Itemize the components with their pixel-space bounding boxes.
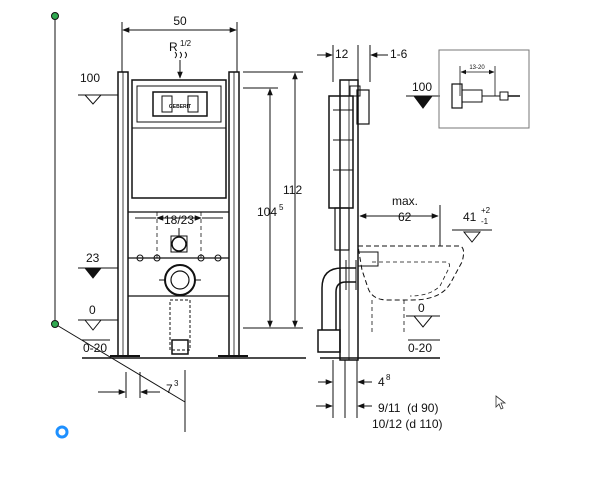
floor-label: 0-20: [83, 341, 107, 355]
side-level-100-label: 100: [412, 80, 432, 94]
brand-label: GEBERIT: [169, 104, 191, 110]
bowl-height-label: 41: [463, 210, 477, 224]
detail-inset: [438, 49, 530, 129]
side-level-0-label: 0: [418, 301, 425, 315]
side-floor-label: 0-20: [408, 341, 432, 355]
record-ring-icon[interactable]: [55, 425, 69, 439]
pipe-a-label: 9/11 (d 90): [378, 401, 438, 415]
bowl-tol-top: +2: [481, 206, 491, 215]
pipe-sup: 1/2: [180, 39, 192, 48]
max-label: max.: [392, 194, 418, 208]
level-100-label: 100: [80, 71, 100, 85]
gap-sup: 8: [386, 373, 391, 382]
offset-label: 7: [166, 382, 173, 396]
mouse-cursor-icon: [495, 395, 507, 410]
front-view: [78, 22, 306, 398]
side-labels: 12 1-6 100 max. 62 41 +2 -1 0 0-20 4 8 9…: [335, 47, 491, 431]
pipe-label: R: [169, 40, 178, 54]
width-label: 50: [173, 14, 187, 28]
height-outer-label: 112: [283, 183, 302, 197]
bowl-tol-bottom: -1: [481, 217, 489, 226]
level-0-label: 0: [89, 303, 96, 317]
height-inner-label: 104: [257, 205, 277, 219]
side-view: [316, 45, 492, 418]
height-inner-sup: 5: [279, 203, 284, 212]
pipe-b-label: 10/12 (d 110): [372, 417, 443, 431]
level-23-label: 23: [86, 251, 100, 265]
reach-label: 62: [398, 210, 412, 224]
selection-guide[interactable]: [51, 12, 186, 433]
offset-sup: 3: [174, 379, 179, 388]
top-handle[interactable]: [51, 12, 59, 20]
depth-1-6-label: 1-6: [390, 47, 408, 61]
bottom-handle[interactable]: [51, 320, 59, 328]
detail-range-label: 13-20: [469, 65, 485, 71]
gap-label: 4: [378, 375, 385, 389]
spacing-label: 18/23: [164, 213, 194, 227]
front-labels: 50 R 1/2 GEBERIT 100 23 0 0-20 18/23 112…: [80, 14, 302, 396]
depth-12-label: 12: [335, 47, 349, 61]
